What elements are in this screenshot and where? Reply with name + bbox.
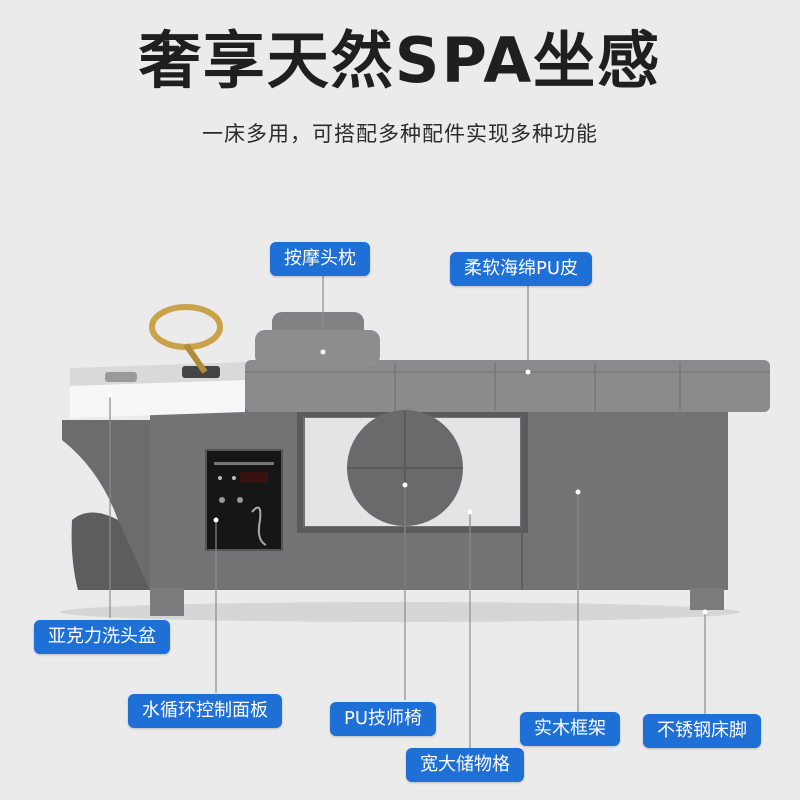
gold-handle xyxy=(149,304,223,350)
label-massage-pillow: 按摩头枕 xyxy=(270,242,370,276)
basin-drape xyxy=(71,512,150,590)
leg-right xyxy=(690,588,724,610)
label-pu-stool: PU技师椅 xyxy=(330,702,437,736)
control-panel xyxy=(205,449,283,551)
page-title: 奢享天然SPA坐感 xyxy=(138,24,662,97)
mattress xyxy=(245,360,770,412)
label-control-panel: 水循环控制面板 xyxy=(128,694,282,728)
label-storage: 宽大储物格 xyxy=(406,748,524,782)
label-wood-frame: 实木框架 xyxy=(520,712,620,746)
page-subtitle: 一床多用，可搭配多种配件实现多种功能 xyxy=(202,122,598,146)
label-steel-legs: 不锈钢床脚 xyxy=(643,714,761,748)
label-acrylic-basin: 亚克力洗头盆 xyxy=(34,620,170,654)
pillow-bottom xyxy=(255,330,380,366)
leg-left xyxy=(150,588,184,616)
label-soft-sponge: 柔软海绵PU皮 xyxy=(450,252,593,286)
